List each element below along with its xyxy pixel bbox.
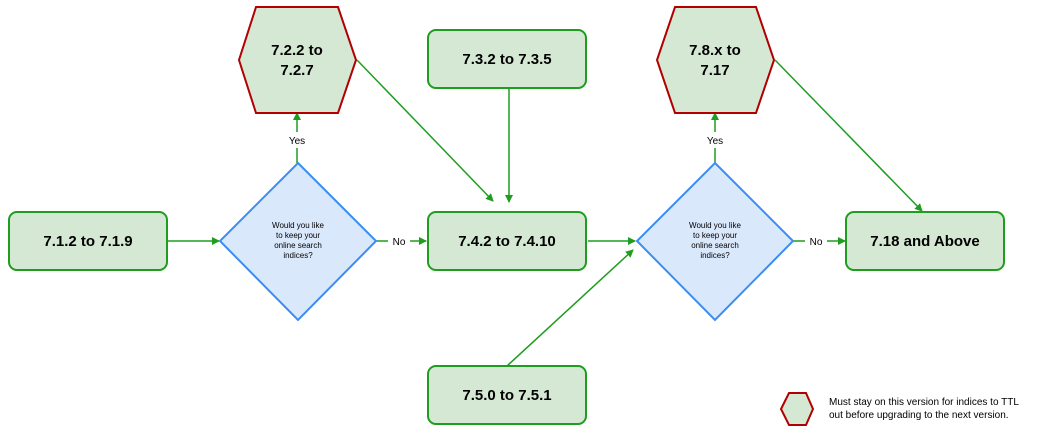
svg-text:to keep your: to keep your xyxy=(693,231,737,240)
yes-label-1: Yes xyxy=(289,136,305,147)
svg-text:indices?: indices? xyxy=(700,251,730,260)
box-742: 7.4.2 to 7.4.10 xyxy=(427,211,587,271)
svg-text:to keep your: to keep your xyxy=(276,231,320,240)
svg-text:indices?: indices? xyxy=(283,251,313,260)
legend-line-2: out before upgrading to the next version… xyxy=(829,410,1009,421)
svg-text:7.1.2 to 7.1.9: 7.1.2 to 7.1.9 xyxy=(43,233,132,250)
svg-text:7.5.0 to 7.5.1: 7.5.0 to 7.5.1 xyxy=(462,387,551,404)
no-label-2: No xyxy=(810,237,823,248)
svg-text:7.17: 7.17 xyxy=(700,62,729,79)
legend: Must stay on this version for indices to… xyxy=(779,392,1019,426)
svg-text:Would you like: Would you like xyxy=(272,221,324,230)
svg-text:7.18 and Above: 7.18 and Above xyxy=(870,233,979,250)
svg-text:7.3.2 to 7.3.5: 7.3.2 to 7.3.5 xyxy=(462,51,551,68)
svg-text:online search: online search xyxy=(274,241,322,250)
box-732: 7.3.2 to 7.3.5 xyxy=(427,29,587,89)
yes-label-2: Yes xyxy=(707,136,723,147)
legend-line-1: Must stay on this version for indices to… xyxy=(829,397,1019,408)
svg-text:online search: online search xyxy=(691,241,739,250)
svg-text:7.2.7: 7.2.7 xyxy=(280,62,313,79)
decision-diamond-2: Would you like to keep your online searc… xyxy=(635,161,795,322)
arrow-750-to-q2 xyxy=(506,249,634,367)
arrow-78x-to-718 xyxy=(774,59,923,212)
no-label-1: No xyxy=(393,237,406,248)
svg-text:7.8.x to: 7.8.x to xyxy=(689,42,741,59)
svg-text:7.4.2 to 7.4.10: 7.4.2 to 7.4.10 xyxy=(458,233,556,250)
hexagon-722: 7.2.2 to 7.2.7 xyxy=(237,6,358,114)
box-718: 7.18 and Above xyxy=(845,211,1005,271)
decision-diamond-1: Would you like to keep your online searc… xyxy=(218,161,378,322)
edge-labels: Yes No Yes No xyxy=(285,132,827,249)
connectors xyxy=(167,59,923,367)
hexagon-78x: 7.8.x to 7.17 xyxy=(655,6,776,114)
box-750: 7.5.0 to 7.5.1 xyxy=(427,365,587,425)
svg-text:7.2.2 to: 7.2.2 to xyxy=(271,42,323,59)
arrow-722-to-742 xyxy=(356,59,494,202)
svg-text:Would you like: Would you like xyxy=(689,221,741,230)
legend-hexagon-icon xyxy=(779,392,815,426)
box-712: 7.1.2 to 7.1.9 xyxy=(8,211,168,271)
